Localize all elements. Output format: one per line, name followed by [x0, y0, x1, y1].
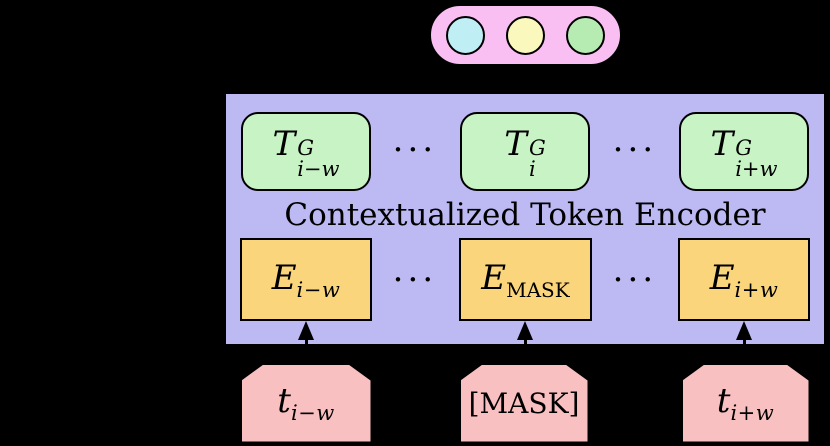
pooled-output-circle-yellow — [506, 15, 545, 55]
input-token-label-left: ti−w — [277, 381, 335, 425]
encoder-title: Contextualized Token Encoder — [284, 197, 766, 233]
input-arrow-line-right — [742, 336, 746, 364]
embedding-box-right: Ei+w — [678, 238, 810, 321]
input-token-box-center: [MASK] — [459, 363, 589, 443]
ellipsis-top-left: ··· — [392, 130, 438, 170]
ellipsis-bottom-left: ··· — [392, 260, 438, 300]
embedding-label-right: Ei+w — [709, 257, 779, 302]
ellipsis-bottom-right: ··· — [612, 260, 658, 300]
input-arrow-head-center — [517, 321, 533, 340]
capsule-connector-line — [522, 64, 525, 114]
input-token-label-right: ti+w — [716, 381, 775, 425]
input-arrow-line-center — [523, 336, 527, 364]
ellipsis-top-right: ··· — [612, 130, 658, 170]
embedding-label-left: Ei−w — [271, 257, 341, 302]
embedding-box-left: Ei−w — [240, 238, 372, 321]
input-arrow-head-right — [736, 321, 752, 340]
pooled-output-capsule — [428, 3, 623, 67]
input-token-box-left: ti−w — [240, 363, 372, 443]
pooled-output-circle-cyan — [446, 15, 485, 55]
input-arrow-line-left — [304, 336, 308, 364]
input-token-box-right: ti+w — [681, 363, 810, 443]
embedding-box-center: EMASK — [459, 238, 592, 321]
embedding-label-center: EMASK — [481, 257, 570, 302]
input-arrow-head-left — [298, 321, 314, 340]
input-token-label-center: [MASK] — [468, 386, 580, 420]
pooled-output-circle-green — [566, 15, 605, 55]
